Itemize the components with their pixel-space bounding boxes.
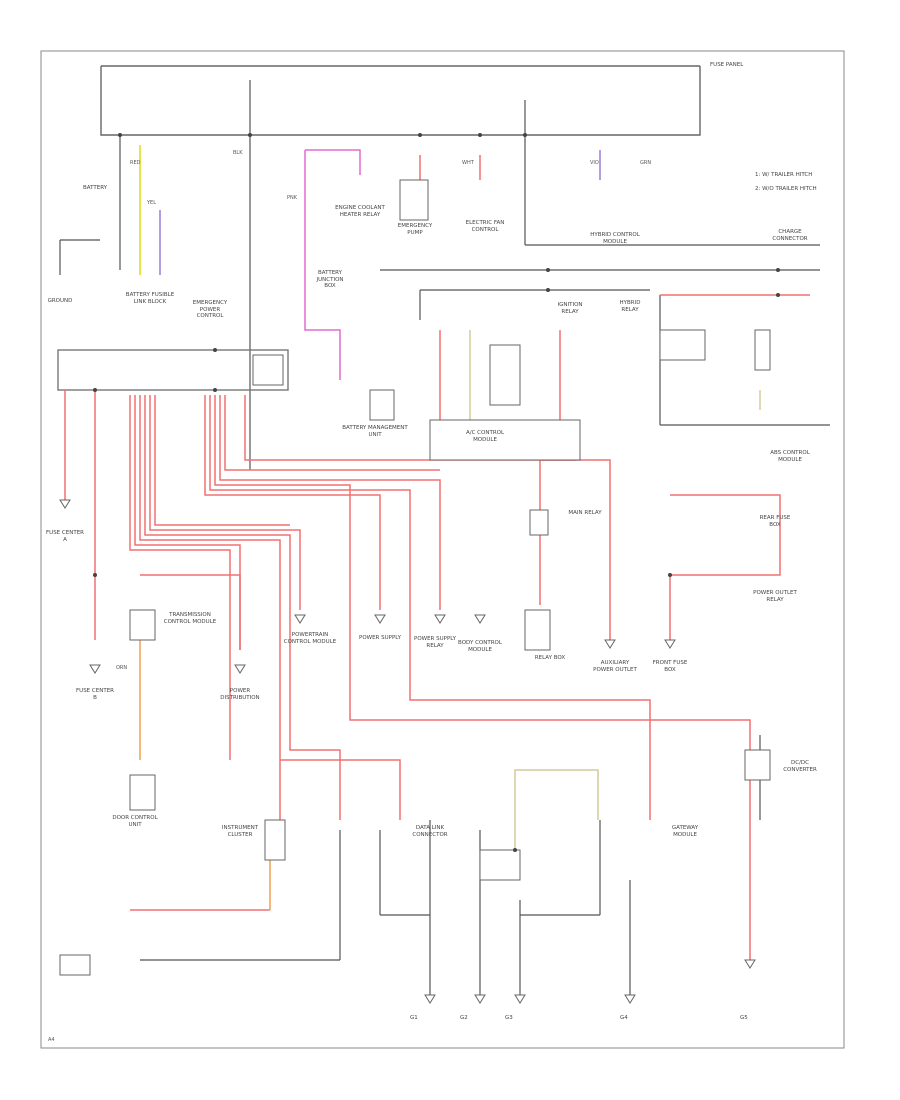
label-powertrain-control: POWERTRAIN CONTROL MODULE [283, 632, 337, 645]
label-emergency-power: EMERGENCY POWER CONTROL [192, 300, 228, 319]
tan-wires [469, 330, 761, 850]
label-power-supply-relay: POWER SUPPLY RELAY [414, 636, 456, 649]
label-gateway: GATEWAY MODULE [671, 825, 699, 838]
label-instrument-cluster: INSTRUMENT CLUSTER [221, 825, 259, 838]
label-dc-dc-converter: DC/DC CONVERTER [783, 760, 817, 773]
label-ac-control: A/C CONTROL MODULE [465, 430, 505, 443]
pink-wires [304, 149, 361, 380]
label-power-supply: POWER SUPPLY [359, 635, 401, 641]
label-auxiliary-power: AUXILIARY POWER OUTLET [593, 660, 637, 673]
label-fuse-center-b: FUSE CENTER B [76, 688, 114, 701]
label-relay-box: RELAY BOX [534, 655, 566, 661]
footer-code: A4 [48, 1037, 55, 1043]
note-1: 1: W/ TRAILER HITCH [755, 172, 813, 178]
component-boxes [59, 179, 771, 976]
label-ground-g3: G3 [505, 1015, 513, 1021]
label-emergency-pump: EMERGENCY PUMP [397, 223, 433, 236]
label-ground-g5: G5 [740, 1015, 748, 1021]
label-ground-g1: G1 [410, 1015, 418, 1021]
label-battery: BATTERY [83, 185, 108, 191]
label-hybrid-relay: HYBRID RELAY [619, 300, 641, 313]
wire-code-1: RED [130, 160, 141, 166]
label-front-fuse: FRONT FUSE BOX [652, 660, 688, 673]
label-transmission-control: TRANSMISSION CONTROL MODULE [163, 612, 217, 625]
label-battery-management: BATTERY MANAGEMENT UNIT [342, 425, 408, 438]
label-main-relay: MAIN RELAY [568, 510, 602, 516]
wire-code-5: YEL [147, 200, 156, 206]
label-ground: GROUND [47, 298, 73, 304]
label-power-outlet-relay: POWER OUTLET RELAY [753, 590, 797, 603]
label-ground-g2: G2 [460, 1015, 468, 1021]
label-ignition-relay: IGNITION RELAY [557, 302, 583, 315]
label-battery-fuse-link: BATTERY FUSIBLE LINK BLOCK [125, 292, 175, 305]
label-rear-fuse: REAR FUSE BOX [759, 515, 791, 528]
ground-symbols [59, 499, 756, 1004]
label-fuse-center-a: FUSE CENTER A [46, 530, 84, 543]
wire-code-8: GRN [640, 160, 652, 166]
red-wires [64, 155, 810, 960]
orange-wires [139, 640, 271, 910]
violet-wires [159, 150, 601, 275]
wire-code-3: WHT [462, 160, 474, 166]
label-ground-g4: G4 [620, 1015, 628, 1021]
wire-code-4: PNK [287, 195, 298, 201]
label-door-control: DOOR CONTROL UNIT [112, 815, 158, 828]
junction-dots [93, 133, 780, 852]
label-engine-coolant: ENGINE COOLANT HEATER RELAY [335, 205, 385, 218]
note-2: 2: W/O TRAILER HITCH [755, 186, 817, 192]
fuse-panel-label: FUSE PANEL [710, 62, 744, 68]
label-battery-junction: BATTERY JUNCTION BOX [316, 270, 344, 289]
wire-code-2: BLK [233, 150, 243, 156]
label-data-link: DATA LINK CONNECTOR [412, 825, 448, 838]
wire-code-6: ORN [116, 665, 128, 671]
wire-code-7: VIO [590, 160, 599, 166]
label-electric-fan: ELECTRIC FAN CONTROL [465, 220, 505, 233]
label-hybrid-control: HYBRID CONTROL MODULE [590, 232, 640, 245]
black-wires [59, 80, 830, 995]
label-power-distribution: POWER DISTRIBUTION [220, 688, 260, 701]
label-abs-control: ABS CONTROL MODULE [770, 450, 810, 463]
label-charge-connector: CHARGE CONNECTOR [772, 229, 808, 242]
fuse-panel-block [100, 65, 701, 136]
diagram-frame [40, 50, 845, 1049]
label-body-control: BODY CONTROL MODULE [458, 640, 502, 653]
fuse-block-row [57, 349, 289, 391]
